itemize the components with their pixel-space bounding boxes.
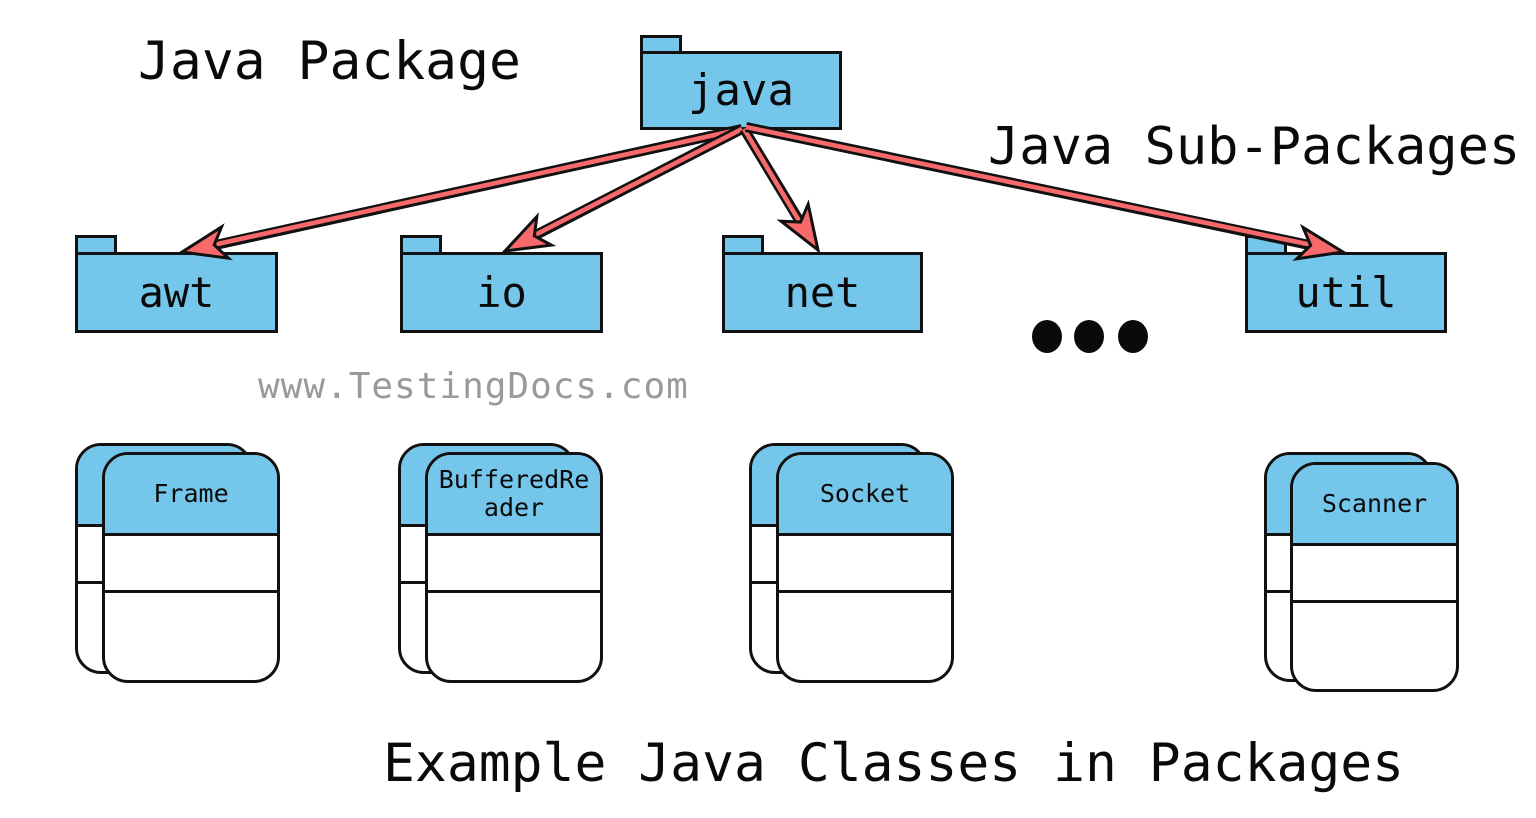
package-label-java: java	[640, 51, 842, 130]
ellipsis-dot	[1032, 320, 1062, 353]
class-card-front: BufferedReader	[425, 452, 603, 683]
class-name-socket: Socket	[779, 455, 951, 536]
class-name-bufferedreader: BufferedReader	[428, 455, 600, 536]
ellipsis-dot	[1118, 320, 1148, 353]
class-name-frame: Frame	[105, 455, 277, 536]
class-card-front: Scanner	[1290, 462, 1459, 692]
watermark-text: www.TestingDocs.com	[258, 366, 689, 407]
package-label-util: util	[1245, 252, 1447, 333]
class-fields-section	[779, 536, 951, 593]
class-fields-section	[1293, 546, 1456, 603]
package-label-io: io	[400, 252, 603, 333]
arrow-java-to-awt	[177, 124, 744, 261]
ellipsis-dot	[1074, 320, 1104, 353]
class-card-front: Frame	[102, 452, 280, 683]
class-fields-section	[428, 536, 600, 593]
arrow-java-to-io	[501, 124, 745, 254]
java-package-title: Java Package	[138, 31, 521, 92]
bottom-caption: Example Java Classes in Packages	[383, 733, 1405, 794]
java-sub-packages-title: Java Sub-Packages	[988, 117, 1521, 177]
class-name-scanner: Scanner	[1293, 465, 1456, 546]
class-fields-section	[105, 536, 277, 593]
class-card-front: Socket	[776, 452, 954, 683]
package-label-net: net	[722, 252, 923, 333]
package-label-awt: awt	[75, 252, 278, 333]
